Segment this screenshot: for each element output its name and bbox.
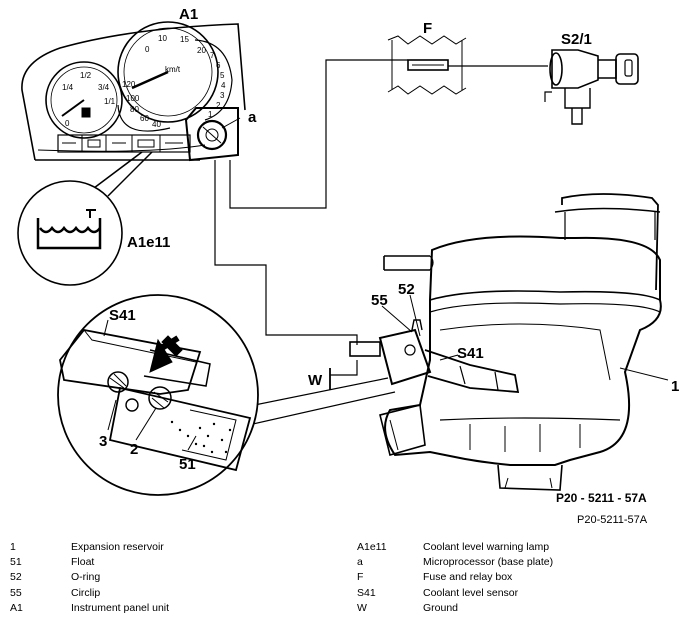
coolant-level-sensor [349, 319, 520, 393]
fuel-gauge-ticks: 0 1/4 1/2 3/4 1/1 [62, 71, 116, 128]
caption-code: P20-5211-57A [577, 514, 648, 526]
fuel-tick: 1/4 [62, 83, 74, 92]
legend-key: a [357, 556, 363, 569]
lower-tick: 100 [126, 94, 140, 103]
fuel-tick: 0 [65, 119, 70, 128]
label-S41-reservoir: S41 [457, 345, 484, 362]
tacho-tick: 3 [220, 91, 225, 100]
legend-row: S41 Coolant level sensor [357, 586, 677, 601]
legend-key: W [357, 601, 367, 614]
label-55: 55 [371, 292, 388, 309]
fuel-tick: 3/4 [98, 83, 110, 92]
coolant-level-diagram: 0 1/4 1/2 3/4 1/1 0 10 15 20 km/t 7 6 5 … [17, 6, 679, 505]
legend-left: 1 Expansion reservoir 51 Float 52 O-ring… [10, 540, 340, 616]
legend-text: Circlip [71, 586, 101, 599]
legend-text: Coolant level sensor [423, 586, 519, 599]
legend-row: 51 Float [10, 555, 340, 570]
legend-key: F [357, 571, 364, 584]
float-texture [170, 420, 232, 454]
label-1: 1 [671, 378, 679, 395]
legend-key: 52 [10, 571, 22, 584]
warning-lamp-detail [17, 151, 153, 286]
label-51: 51 [179, 456, 196, 473]
legend-row: 55 Circlip [10, 586, 340, 601]
lower-tick: 40 [152, 120, 161, 129]
legend-text: Expansion reservoir [71, 541, 164, 553]
lower-tick: 120 [122, 80, 136, 89]
tacho-tick: 7 [210, 51, 215, 60]
legend-row: W Ground [357, 601, 677, 616]
legend-text: O-ring [71, 571, 101, 584]
legend-key: A1e11 [357, 541, 387, 553]
tacho-tick: 2 [216, 101, 221, 110]
legend-text: Microprocessor (base plate) [423, 556, 554, 569]
label-A1: A1 [179, 6, 198, 23]
tacho-tick: 1 [208, 110, 213, 119]
speed-tick: 10 [158, 34, 167, 43]
legend-text: Coolant level warning lamp [423, 541, 550, 553]
speed-unit: km/t [165, 65, 181, 74]
legend-key: S41 [357, 586, 376, 599]
speed-tick: 0 [145, 45, 150, 54]
ignition-switch [544, 49, 639, 125]
legend-row: F Fuse and relay box [357, 570, 677, 585]
label-52: 52 [398, 281, 415, 298]
fuel-tick: 1/1 [104, 97, 116, 106]
speedometer-ticks: 0 10 15 20 km/t [145, 34, 206, 74]
legend-key: 1 [10, 541, 16, 553]
legend-row: 52 O-ring [10, 570, 340, 585]
legend-row: a Microprocessor (base plate) [357, 555, 677, 570]
label-2: 2 [130, 441, 138, 458]
lower-tick: 80 [130, 105, 139, 114]
legend-row: 1 Expansion reservoir [10, 540, 340, 555]
fuel-tick: 1/2 [80, 71, 92, 80]
tacho-tick: 5 [220, 71, 225, 80]
component-labels: A1 F S2/1 a A1e11 55 52 S41 W 1 S41 3 2 … [99, 6, 679, 505]
wiring [214, 59, 548, 390]
lower-gauge-ticks: 120 100 80 60 40 [122, 80, 161, 129]
legend-right: A1e11 Coolant level warning lamp a Micro… [357, 540, 677, 616]
legend-text: Instrument panel unit [71, 601, 170, 614]
tachometer-ticks: 7 6 5 4 3 2 1 [208, 51, 226, 119]
speed-tick: 20 [197, 46, 206, 55]
expansion-reservoir [379, 193, 662, 491]
legend-row: A1 Instrument panel unit [10, 601, 340, 616]
legend-key: A1 [10, 601, 23, 614]
legend-key: 51 [10, 556, 22, 569]
legend-text: Float [71, 556, 95, 569]
fuse-box [387, 35, 467, 95]
instrument-cluster [21, 21, 246, 162]
label-A1e11: A1e11 [127, 234, 170, 251]
label-W: W [308, 372, 323, 389]
leader-lines [103, 117, 669, 451]
figure-code-inset: P20 - 5211 - 57A [556, 491, 647, 505]
tacho-tick: 6 [216, 61, 221, 70]
sensor-detail [57, 294, 396, 496]
label-3: 3 [99, 433, 107, 450]
label-S41-detail: S41 [109, 307, 136, 324]
legend-row: A1e11 Coolant level warning lamp [357, 540, 677, 555]
label-F: F [423, 20, 432, 37]
label-a: a [248, 109, 257, 126]
label-S2-1: S2/1 [561, 31, 592, 48]
legend-key: 55 [10, 586, 22, 599]
tacho-tick: 4 [221, 81, 226, 90]
speed-tick: 15 [180, 35, 189, 44]
legend-text: Ground [423, 601, 459, 614]
legend-text: Fuse and relay box [423, 571, 513, 584]
lower-tick: 60 [140, 114, 149, 123]
